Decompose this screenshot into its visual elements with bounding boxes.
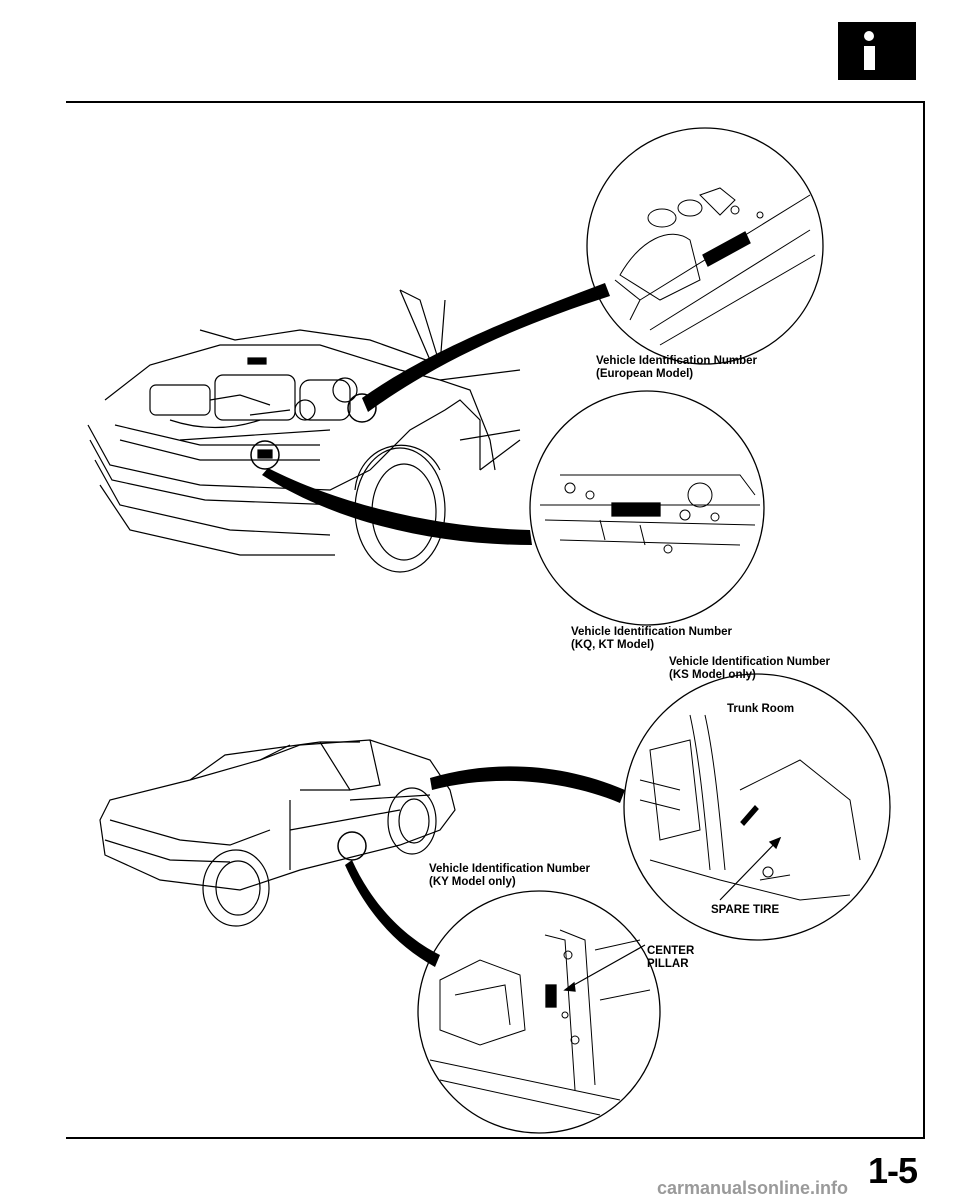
spare-tire-label: SPARE TIRE xyxy=(711,904,780,916)
detail-circle-trunk xyxy=(623,673,891,941)
leader-european xyxy=(362,283,610,412)
vin-european-label: Vehicle Identification Number (European … xyxy=(596,355,757,381)
center-pillar-label: CENTER PILLAR xyxy=(647,945,694,971)
vin-ks-label: Vehicle Identification Number (KS Model … xyxy=(669,656,830,682)
detail-circle-european xyxy=(586,127,824,365)
detail-circle-kq-kt xyxy=(529,390,765,626)
vin-kq-kt-label: Vehicle Identification Number (KQ, KT Mo… xyxy=(571,626,732,652)
info-i-icon xyxy=(838,22,916,80)
page-number: 1-5 xyxy=(868,1150,918,1191)
vin-european-line2: (European Model) xyxy=(596,368,694,380)
center-pillar-line2: PILLAR xyxy=(647,958,689,970)
vin-ky-line1: Vehicle Identification Number xyxy=(429,863,591,875)
detail-circle-center-pillar xyxy=(417,890,661,1134)
watermark: carmanualsonline.info xyxy=(657,1178,849,1198)
vin-ks-line1: Vehicle Identification Number xyxy=(669,656,831,668)
trunk-room-label: Trunk Room xyxy=(727,703,795,715)
side-car-illustration xyxy=(99,739,456,927)
front-car-illustration xyxy=(87,289,521,573)
vin-kq-kt-line2: (KQ, KT Model) xyxy=(571,639,655,651)
vin-ks-line2: (KS Model only) xyxy=(669,669,756,681)
vin-kq-kt-line1: Vehicle Identification Number xyxy=(571,626,733,638)
leader-ks xyxy=(430,766,625,803)
vin-european-line1: Vehicle Identification Number xyxy=(596,355,758,367)
leader-ky xyxy=(345,860,440,967)
center-pillar-line1: CENTER xyxy=(647,945,695,957)
vin-ky-label: Vehicle Identification Number (KY Model … xyxy=(429,863,590,889)
leader-kq-kt xyxy=(262,468,532,545)
vin-ky-line2: (KY Model only) xyxy=(429,876,516,888)
